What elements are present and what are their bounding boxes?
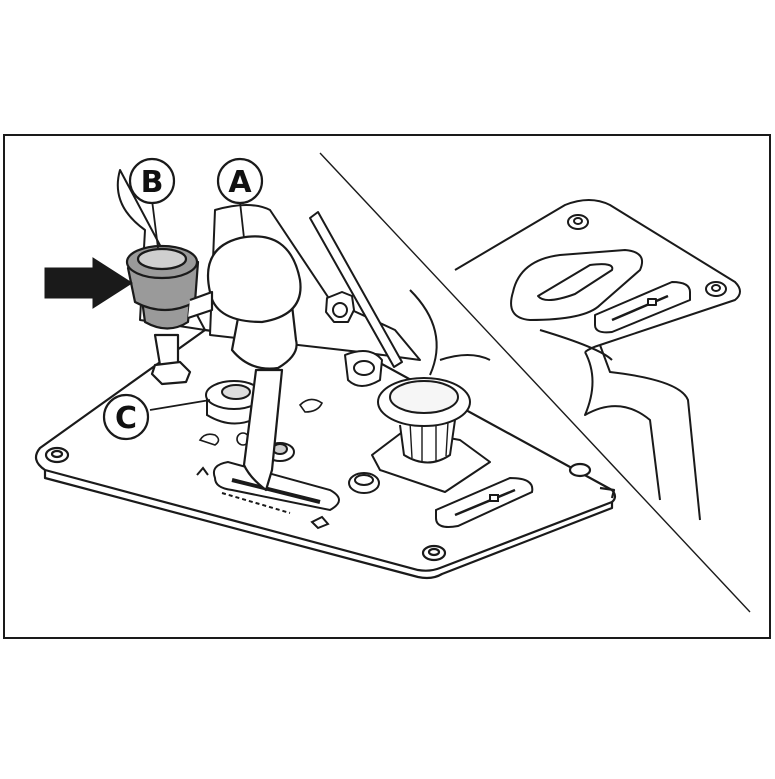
callout-b: B xyxy=(130,159,174,203)
height-knob-nut xyxy=(152,362,190,384)
base-screw-right xyxy=(570,464,590,476)
callout-a-label: A xyxy=(228,165,252,200)
callout-c-label: C xyxy=(115,401,137,436)
callout-c: C xyxy=(104,395,148,439)
callout-b-label: B xyxy=(141,165,164,200)
callout-a: A xyxy=(218,159,262,203)
